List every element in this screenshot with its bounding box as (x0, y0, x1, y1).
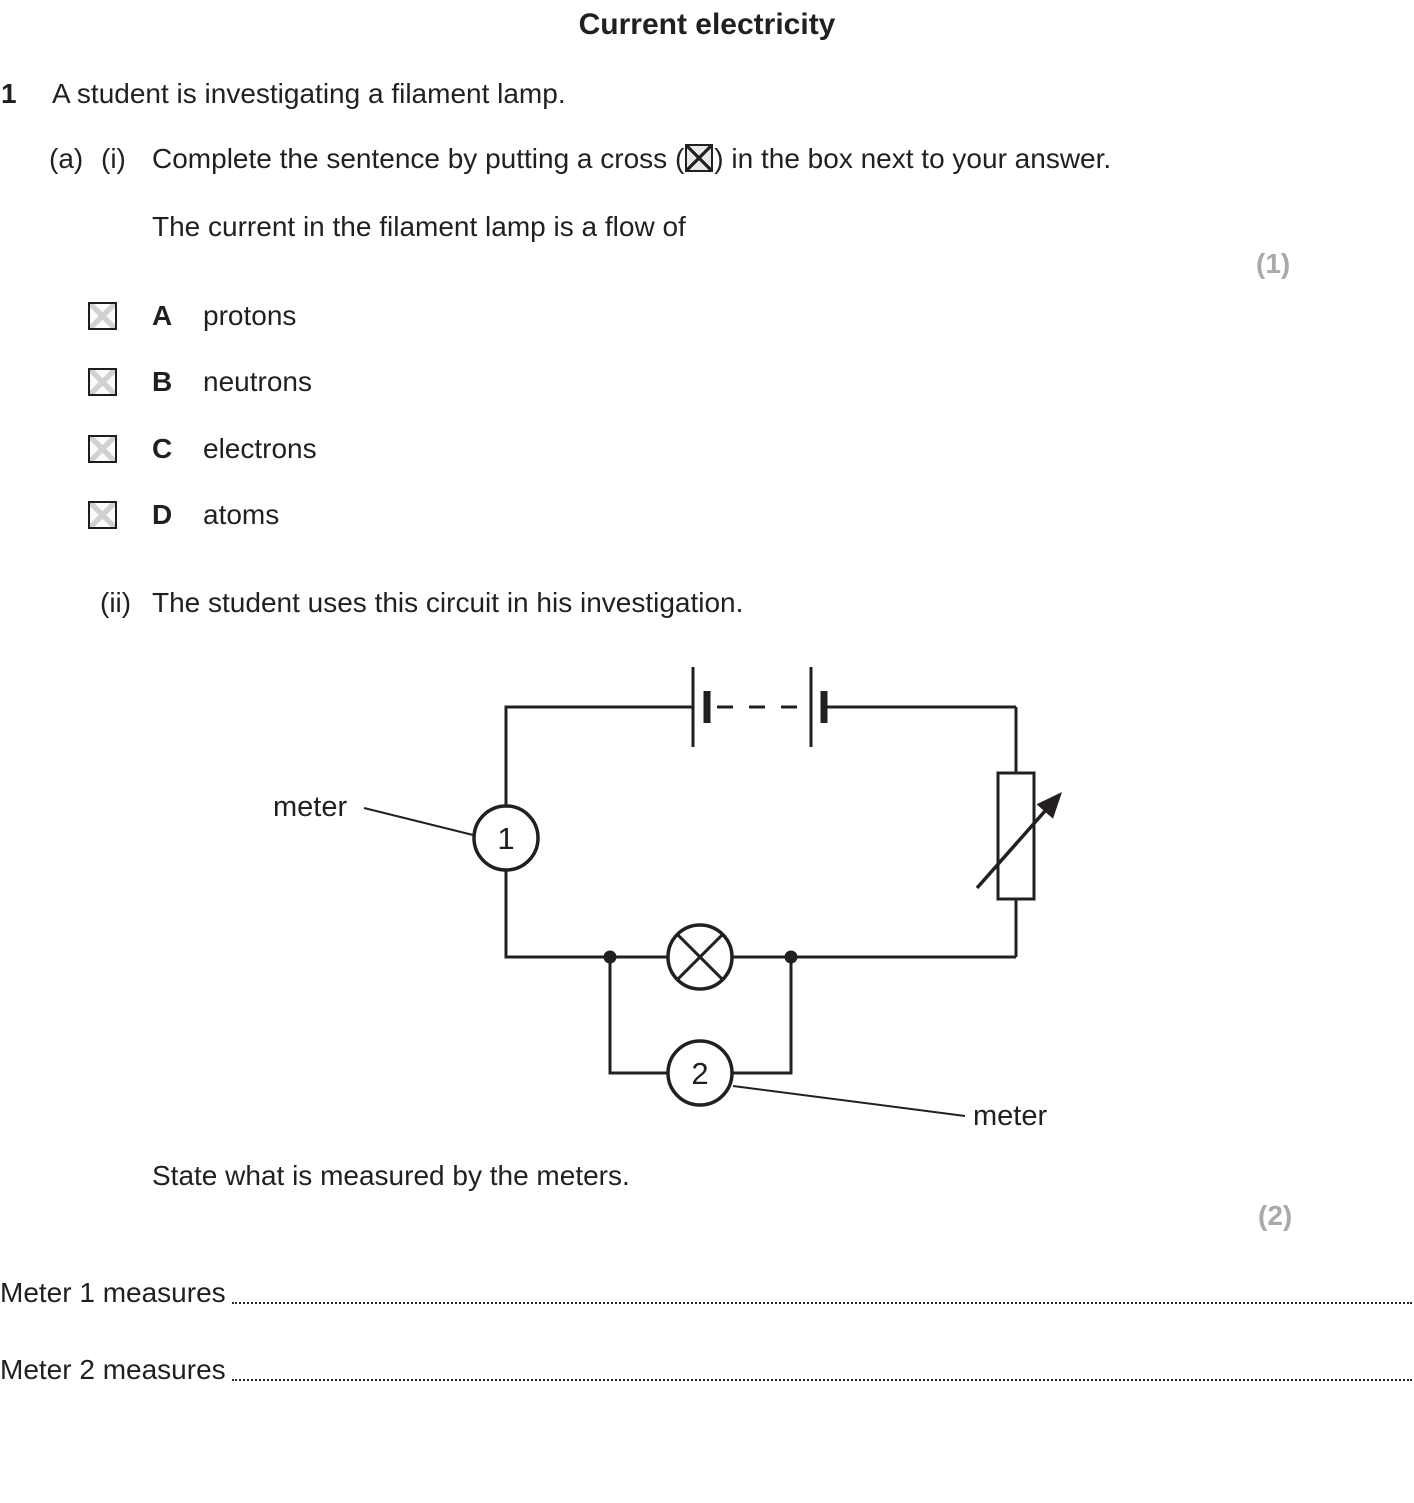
part-i-sentence: The current in the filament lamp is a fl… (152, 211, 686, 242)
question-number: 1 (1, 78, 17, 109)
marks-part-i: (1) (1256, 248, 1291, 279)
meter-2-leader-line (732, 1085, 966, 1117)
option-letter: A (152, 300, 173, 331)
meter-1-label: meter (273, 791, 347, 823)
page-title: Current electricity (578, 8, 836, 41)
lamp-icon (666, 923, 734, 991)
option-row-c: C electrons (0, 433, 600, 465)
option-checkbox-b[interactable] (88, 368, 117, 396)
answer-line-2[interactable] (231, 1349, 1412, 1381)
question-text: A student is investigating a filament la… (52, 78, 566, 109)
option-letter: B (152, 366, 173, 397)
variable-resistor-icon (975, 771, 1062, 901)
meter-2: 2 (666, 1039, 734, 1107)
part-ii-prompt: State what is measured by the meters. (152, 1160, 630, 1191)
option-checkbox-d[interactable] (88, 501, 117, 529)
cross-icon (685, 144, 714, 172)
instruction-suffix: ) in the box next to your answer. (714, 143, 1112, 174)
meter-1-number: 1 (497, 821, 514, 856)
meter-1: 1 (472, 804, 540, 872)
answer-row-1: Meter 1 measures (0, 1272, 1412, 1309)
part-i-instruction: Complete the sentence by putting a cross… (152, 143, 1111, 175)
answer-label-2: Meter 2 measures (0, 1353, 226, 1385)
option-letter: D (152, 499, 173, 530)
option-letter: C (152, 433, 173, 464)
junction-dot-left (603, 950, 617, 964)
option-checkbox-c[interactable] (88, 435, 117, 463)
option-text: electrons (203, 433, 317, 464)
option-row-d: D atoms (0, 499, 600, 531)
part-i-label: (i) (101, 143, 126, 174)
instruction-prefix: Complete the sentence by putting a cross… (152, 143, 685, 174)
part-ii-text: The student uses this circuit in his inv… (152, 587, 744, 618)
meter-2-number: 2 (691, 1056, 708, 1091)
meter-2-label: meter (973, 1100, 1047, 1132)
answer-line-1[interactable] (231, 1272, 1412, 1304)
circuit-diagram: 1 meter 2 meter (273, 667, 1062, 1132)
answer-row-2: Meter 2 measures (0, 1349, 1412, 1386)
option-text: atoms (203, 499, 280, 530)
junction-dot-right (784, 950, 798, 964)
circuit-wires (504, 705, 1018, 1075)
answer-label-1: Meter 1 measures (0, 1276, 226, 1308)
meter-1-leader-line (363, 807, 474, 836)
part-ii-label: (ii) (100, 587, 132, 618)
option-row-a: A protons (0, 300, 600, 332)
option-text: protons (203, 300, 297, 331)
part-a-label: (a) (49, 143, 84, 174)
battery-icon (691, 667, 828, 747)
option-text: neutrons (203, 366, 312, 397)
option-row-b: B neutrons (0, 366, 600, 398)
option-checkbox-a[interactable] (88, 302, 117, 330)
marks-part-ii: (2) (1258, 1200, 1293, 1231)
